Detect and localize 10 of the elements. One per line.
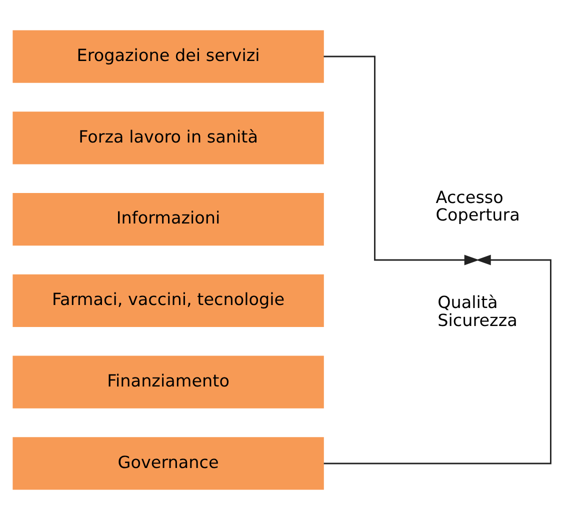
arrow (324, 254, 552, 464)
arrow (324, 55, 480, 265)
node-box: Erogazione dei servizi (12, 30, 324, 82)
node-box: Governance (12, 436, 324, 490)
node-box: Informazioni (12, 192, 324, 246)
node-box: Finanziamento (12, 355, 324, 408)
label: Qualità Sicurezza (438, 292, 518, 330)
node-box: Forza lavoro in sanità (12, 111, 324, 164)
node-box: Farmaci, vaccini, tecnologie (12, 274, 324, 327)
label: Accesso Copertura (436, 186, 520, 224)
